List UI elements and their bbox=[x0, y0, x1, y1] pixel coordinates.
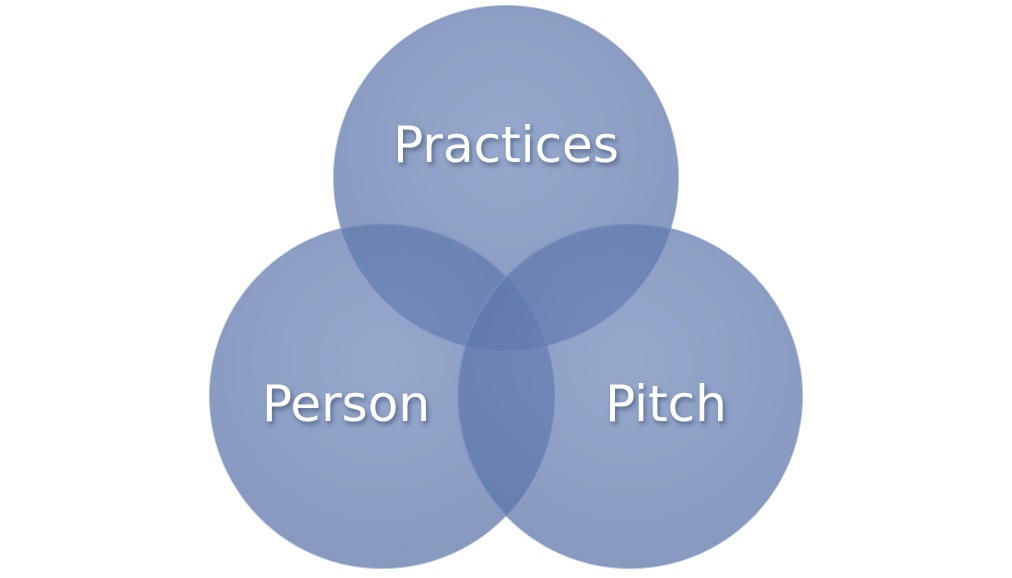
label-person: Person bbox=[262, 375, 430, 433]
label-practices: Practices bbox=[393, 116, 619, 174]
venn-circle-pitch bbox=[457, 223, 803, 569]
label-pitch: Pitch bbox=[605, 375, 727, 433]
